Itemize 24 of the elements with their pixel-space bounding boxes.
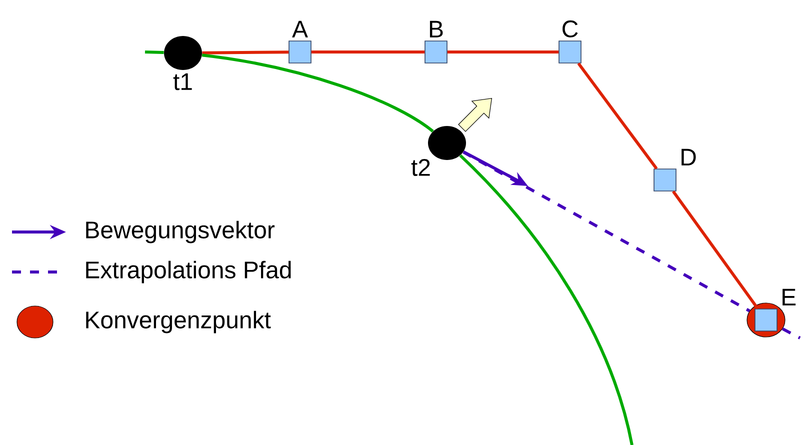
legend-text: Extrapolations Pfad — [86, 260, 291, 284]
path-line — [202, 54, 434, 133]
node-label: D — [682, 148, 696, 166]
waypoint-square: A — [288, 20, 312, 64]
node-label: E — [782, 288, 796, 306]
waypoint-square: B — [424, 20, 448, 64]
path-line — [311, 50, 425, 54]
legend-text: Bewegungsvektor — [86, 220, 275, 244]
node-label: C — [562, 20, 578, 38]
extrapolation-path — [462, 150, 750, 312]
path-line — [144, 50, 164, 54]
node-label: t2 — [411, 159, 430, 176]
path-line — [672, 190, 759, 310]
node-label: A — [292, 20, 308, 38]
path-line — [577, 62, 658, 170]
waypoint-square: C — [558, 20, 582, 64]
path-line — [459, 154, 634, 445]
node-label: t1 — [173, 73, 192, 90]
path-line — [447, 50, 559, 54]
path-line — [202, 50, 289, 54]
legend-text: Konvergenzpunkt — [86, 310, 271, 334]
waypoint-square: E — [754, 288, 796, 332]
node-label: B — [430, 20, 443, 38]
waypoint-square: D — [654, 148, 696, 192]
